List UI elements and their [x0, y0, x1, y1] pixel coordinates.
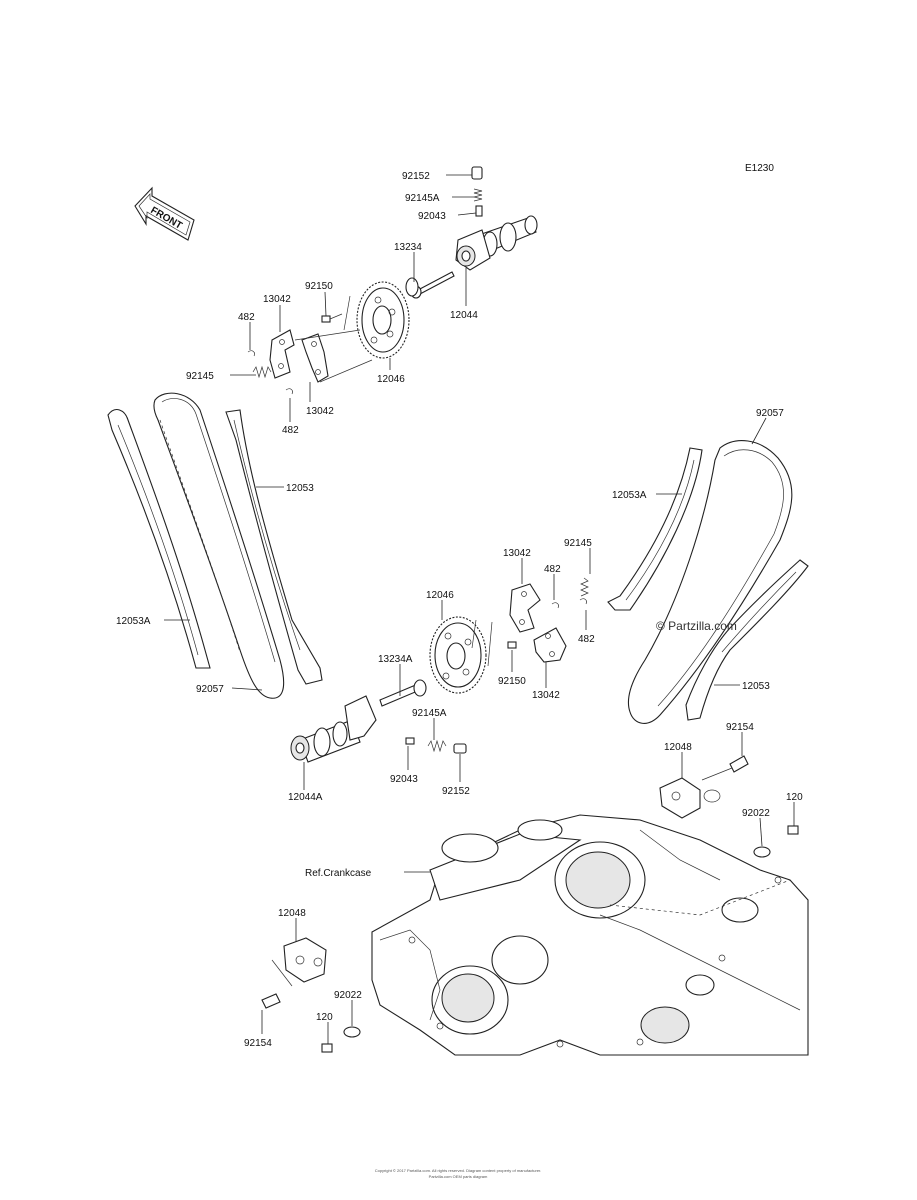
watermark: © Partzilla.com: [656, 619, 737, 633]
label-13042: 13042: [306, 406, 334, 417]
label-120: 120: [786, 792, 803, 803]
label-12048: 12048: [278, 908, 306, 919]
cap-92152-mid: [453, 743, 467, 754]
label-12044: 12044: [450, 310, 478, 321]
clip-482-mid2: [579, 598, 587, 605]
weight-13042-top: [269, 329, 329, 383]
spring-92145-mid: [580, 577, 589, 597]
label-482: 482: [578, 634, 595, 645]
left-chain-guides: [107, 392, 323, 699]
label-13042: 13042: [532, 690, 560, 701]
bolt-120-right: [753, 825, 799, 858]
label-13234: 13234: [394, 242, 422, 253]
chain-92057-left: [153, 392, 285, 699]
label-12046: 12046: [426, 590, 454, 601]
footer-line1: Copyright © 2017 Partzilla.com. All righ…: [375, 1168, 542, 1173]
shaft-13234A: [379, 679, 427, 707]
label-92145: 92145: [186, 371, 214, 382]
shaft-13234: [405, 271, 455, 299]
footer-line2: Partzilla.com OEM parts diagram: [429, 1174, 488, 1179]
label-12053A: 12053A: [116, 616, 151, 627]
camshaft-12044: [455, 215, 538, 271]
tensioner-12048-right: [659, 755, 749, 819]
label-92145A: 92145A: [405, 193, 440, 204]
guide-12053-right: [685, 559, 809, 721]
label-92043: 92043: [390, 774, 418, 785]
label-92152: 92152: [442, 786, 470, 797]
right-chain-guides: [607, 440, 809, 724]
label-92145: 92145: [564, 538, 592, 549]
top-camshaft-group: [247, 166, 538, 395]
label-12046: 12046: [377, 374, 405, 385]
label-12053: 12053: [286, 483, 314, 494]
label-92022: 92022: [742, 808, 770, 819]
front-arrow-icon: FRONT: [134, 186, 195, 241]
label-13042: 13042: [503, 548, 531, 559]
diagram-code: E1230: [745, 163, 774, 174]
label-13042: 13042: [263, 294, 291, 305]
label-482: 482: [544, 564, 561, 575]
label-12053A: 12053A: [612, 490, 647, 501]
spring-92145A-mid: [427, 739, 447, 753]
label-482: 482: [238, 312, 255, 323]
pin-92043-mid: [405, 737, 415, 745]
label-12053: 12053: [742, 681, 770, 692]
label-92152: 92152: [402, 171, 430, 182]
clip-482-mid1: [551, 602, 559, 609]
label-12044A: 12044A: [288, 792, 323, 803]
crankcase-illustration: [371, 814, 809, 1056]
sprocket-12046-top: [356, 281, 410, 359]
camshaft-12044A: [290, 695, 377, 763]
part-92043-top: [475, 205, 483, 217]
label-92150: 92150: [305, 281, 333, 292]
label-92057: 92057: [196, 684, 224, 695]
part-92152-top: [471, 166, 483, 180]
middle-camshaft-group: [290, 577, 589, 763]
label-ref-crankcase: Ref.Crankcase: [305, 868, 372, 879]
label-92043: 92043: [418, 211, 446, 222]
label-120: 120: [316, 1012, 333, 1023]
weight-13042-mid: [509, 583, 567, 663]
spring-92145A-top: [473, 188, 483, 202]
label-12048: 12048: [664, 742, 692, 753]
bolt-92150-top: [321, 313, 343, 323]
guide-12053-left: [225, 409, 323, 685]
sprocket-12046-mid: [429, 616, 487, 694]
label-92154: 92154: [726, 722, 754, 733]
chain-92057-right: [627, 440, 793, 724]
guide-12053A-left: [107, 409, 211, 669]
bolt-92150-mid: [507, 641, 517, 649]
part-labels: 92152 92145A 92043 13234 12044 92150 130…: [116, 171, 803, 1049]
clip-482-top1: [247, 350, 255, 357]
label-92150: 92150: [498, 676, 526, 687]
bolt-120-left: [321, 1026, 361, 1053]
label-482: 482: [282, 425, 299, 436]
clip-482-top2: [285, 388, 293, 395]
guide-12053A-right: [607, 447, 703, 611]
leader-lines: [164, 174, 795, 1044]
label-92154: 92154: [244, 1038, 272, 1049]
label-92022: 92022: [334, 990, 362, 1001]
label-13234A: 13234A: [378, 654, 413, 665]
tensioner-12048-left: [261, 937, 327, 1009]
label-92057: 92057: [756, 408, 784, 419]
label-92145A: 92145A: [412, 708, 447, 719]
spring-92145-top: [252, 365, 272, 379]
